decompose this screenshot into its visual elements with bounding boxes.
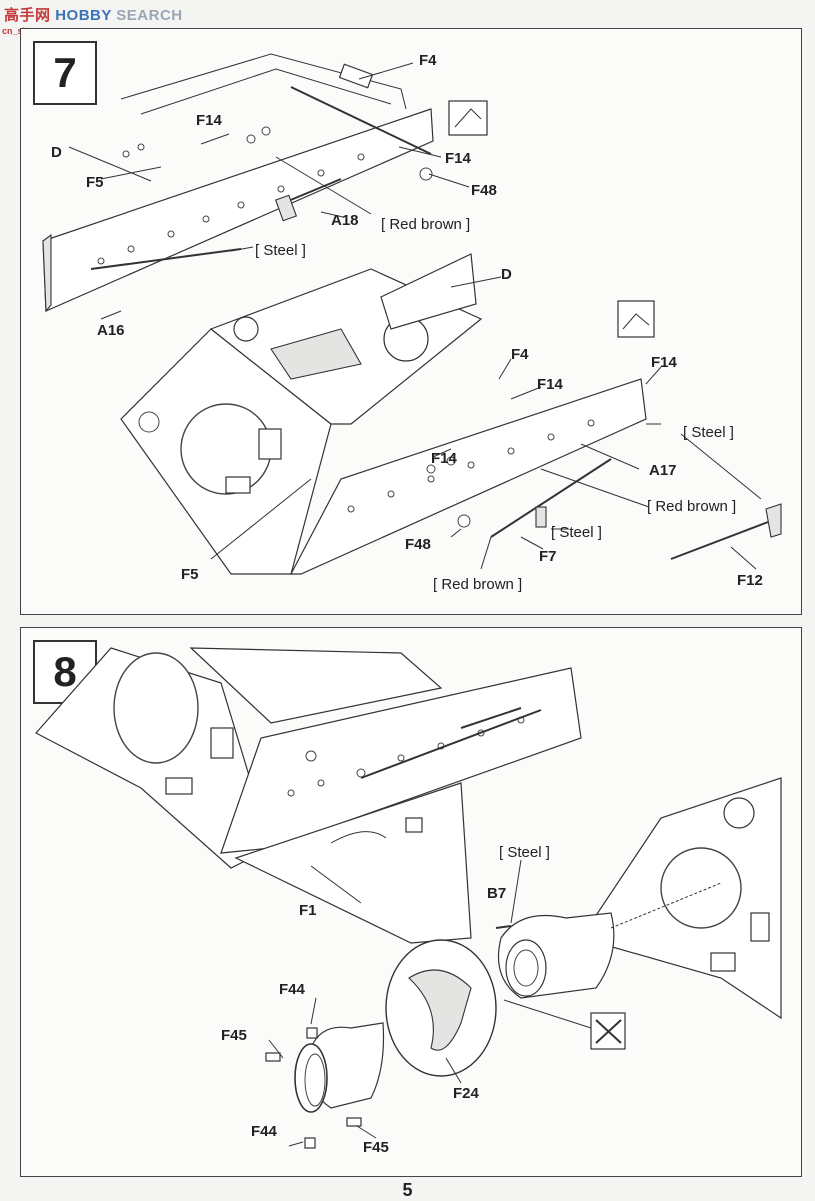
label-f5-top: F5	[86, 174, 104, 191]
watermark-logo: 高手网	[4, 7, 51, 24]
label-f14-far: F14	[651, 354, 678, 371]
label-steel-mid: [ Steel ]	[551, 524, 602, 541]
label-f14-low: F14	[431, 450, 458, 467]
step-8-drawing: [ Steel ] B7 F1 F44 F45 F24 F44 F45	[35, 647, 782, 1156]
label-f14-mid: F14	[537, 376, 564, 393]
label-a18: A18	[331, 212, 359, 229]
hull-top-left	[189, 647, 443, 724]
label-d-left: D	[51, 144, 62, 161]
watermark-text-a: HOBBY	[55, 7, 112, 24]
label-b7: B7	[487, 885, 506, 902]
label-f12: F12	[737, 572, 763, 589]
label-f45-bottom: F45	[363, 1139, 389, 1156]
label-f1: F1	[299, 902, 317, 919]
step-7-drawing: F4 F14 D F5 F14 F48 A18 [ Red brown ] [ …	[42, 52, 782, 593]
upper-plate-edge	[42, 233, 52, 313]
step-7-panel: 7	[20, 28, 802, 615]
surface-pattern-box	[448, 100, 488, 136]
label-f5-low: F5	[181, 566, 199, 583]
page-number: 5	[402, 1180, 413, 1200]
watermark: 高手网 HOBBY SEARCH	[4, 4, 183, 25]
label-f24: F24	[453, 1085, 480, 1102]
surface-pattern-box-2	[617, 300, 655, 338]
label-steel-right: [ Steel ]	[683, 424, 734, 441]
label-f7: F7	[539, 548, 557, 565]
f44-bottom-part	[304, 1137, 316, 1149]
hull-side-plate-d	[380, 253, 477, 330]
label-f48-low: F48	[405, 536, 431, 553]
f45-left-part	[265, 1052, 281, 1062]
label-steel-top: [ Steel ]	[255, 242, 306, 259]
f45-bottom-part	[346, 1117, 362, 1127]
f44-top-part	[306, 1027, 318, 1039]
label-a16: A16	[97, 322, 125, 339]
watermark-text-b: SEARCH	[116, 7, 183, 24]
label-f44-top: F44	[279, 981, 306, 998]
label-red-brown-right: [ Red brown ]	[647, 498, 736, 515]
label-red-brown-top: [ Red brown ]	[381, 216, 470, 233]
label-f48-top: F48	[471, 182, 497, 199]
label-f4-mid: F4	[511, 346, 529, 363]
lower-side-plate	[290, 378, 647, 575]
upper-plate-holes	[97, 126, 365, 265]
step-number: 7	[33, 41, 97, 105]
label-f45-left: F45	[221, 1027, 247, 1044]
label-f44-bottom: F44	[251, 1123, 278, 1140]
label-f14-right: F14	[445, 150, 472, 167]
label-red-brown-low: [ Red brown ]	[433, 576, 522, 593]
label-a17: A17	[649, 462, 677, 479]
label-f4-top: F4	[419, 52, 437, 69]
lower-plate-holes	[347, 419, 595, 513]
label-f14-left: F14	[196, 112, 223, 129]
step-8-panel: 8	[20, 627, 802, 1177]
label-d-mid: D	[501, 266, 512, 283]
label-steel: [ Steel ]	[499, 844, 550, 861]
